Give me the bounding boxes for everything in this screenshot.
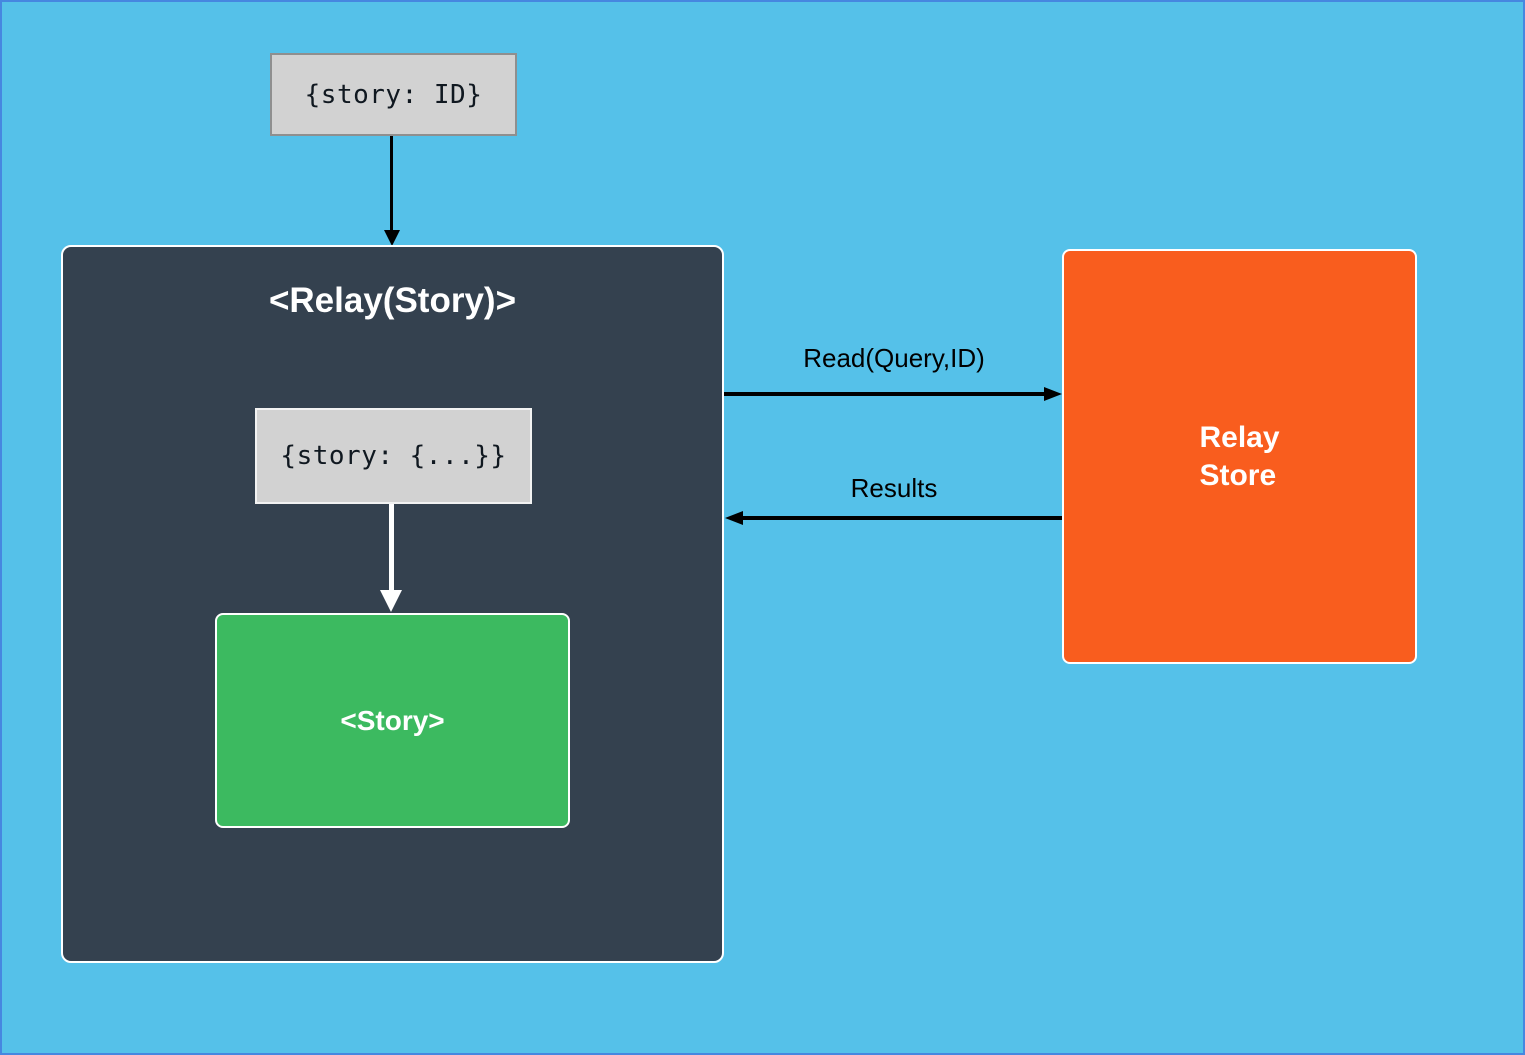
node-relay-store: Relay Store [1062, 249, 1417, 664]
arrow-props-to-story-line [389, 504, 394, 590]
arrow-props-to-relay-line [390, 136, 393, 230]
edge-read-arrowhead [1044, 387, 1062, 401]
node-relay-store-label: Relay Store [1199, 421, 1280, 492]
arrow-props-to-story-head [380, 590, 402, 612]
node-story-component-label: <Story> [340, 704, 445, 736]
node-resolved-props: {story: {...}} [255, 408, 532, 504]
node-props-input-label: {story: ID} [304, 79, 483, 110]
edge-read-line [724, 392, 1048, 396]
node-props-input: {story: ID} [270, 53, 517, 136]
edge-read-label: Read(Query,ID) [803, 343, 985, 373]
node-relay-container: <Relay(Story)> {story: {...}} <Story> [61, 245, 724, 963]
relay-container-title: <Relay(Story)> [268, 281, 517, 320]
arrow-props-to-relay-head [384, 230, 400, 246]
edge-results-line [741, 516, 1062, 520]
edge-results-label: Results [850, 473, 938, 503]
edge-results-arrowhead [725, 511, 743, 525]
node-story-component: <Story> [215, 613, 570, 828]
node-resolved-props-label: {story: {...}} [280, 441, 507, 471]
